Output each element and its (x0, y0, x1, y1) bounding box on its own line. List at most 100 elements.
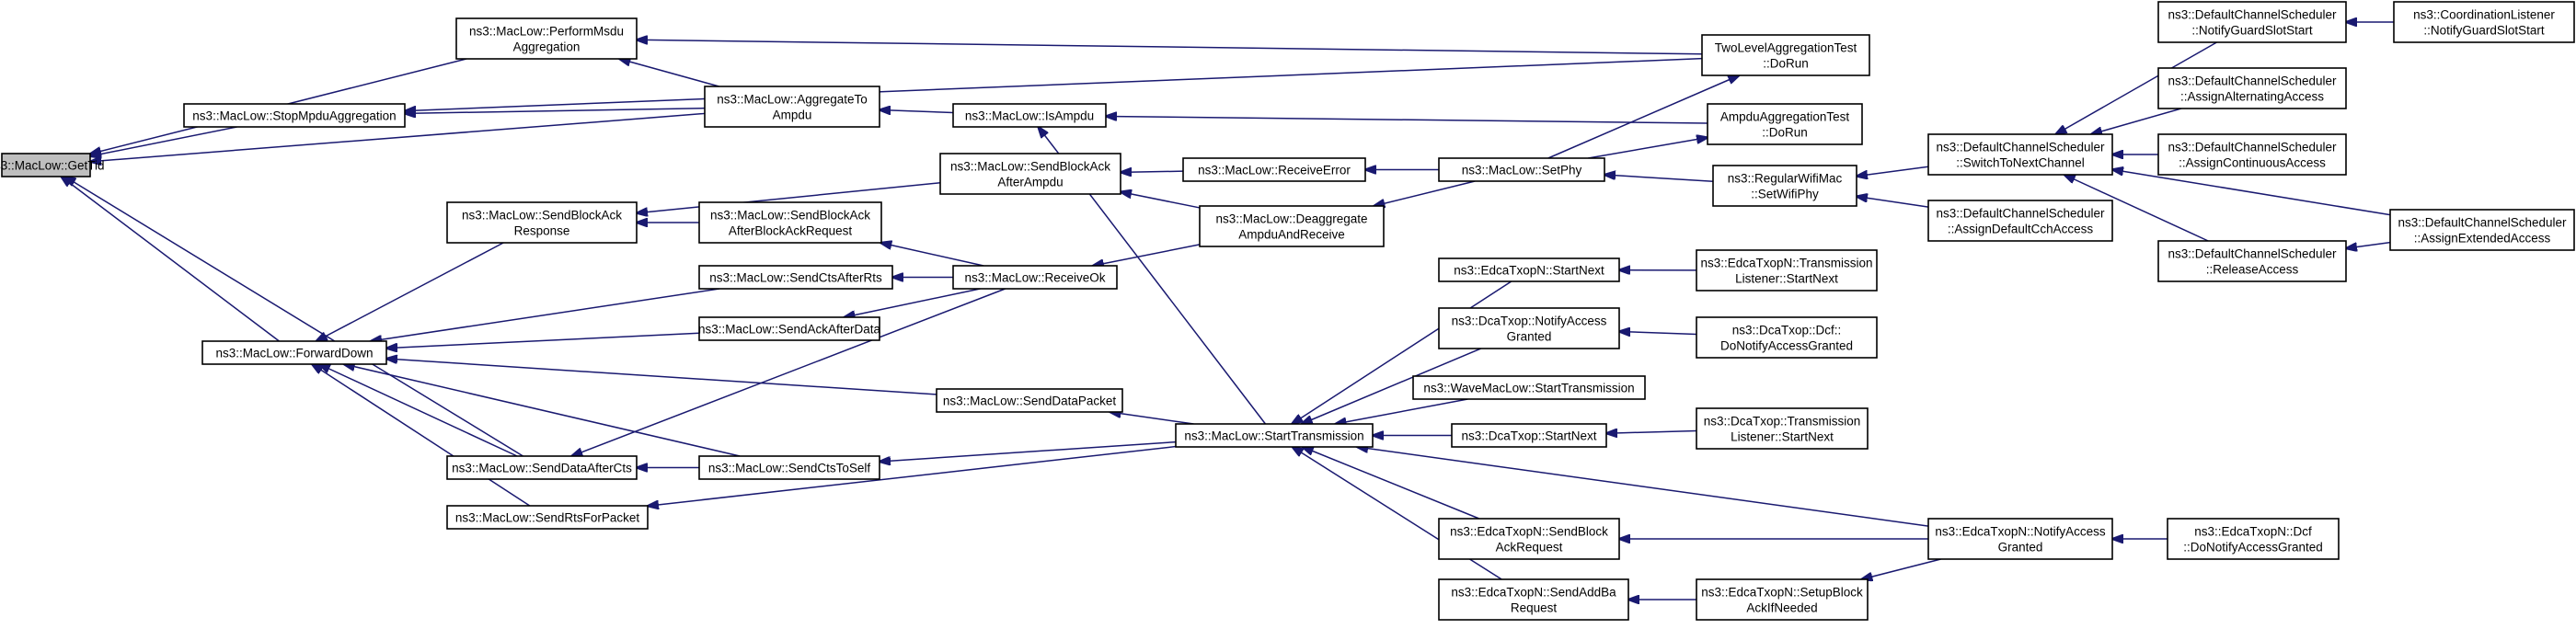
node-receiveerror[interactable]: ns3::MacLow::ReceiveError (1182, 157, 1366, 182)
node-box (1696, 249, 1878, 292)
edge-line (312, 364, 531, 507)
node-box (1927, 200, 2113, 242)
node-ampduaggtest[interactable]: AmpduAggregationTest::DoRun (1707, 103, 1863, 145)
edge-line (2346, 241, 2391, 249)
node-assigndefcch[interactable]: ns3::DefaultChannelScheduler::AssignDefa… (1927, 200, 2113, 242)
node-label-line: ns3::MacLow::SendCtsAfterRts (709, 271, 882, 285)
node-isampdu[interactable]: ns3::MacLow::IsAmpdu (952, 103, 1107, 128)
node-dcadcfnotify[interactable]: ns3::DcaTxop::Dcf::DoNotifyAccessGranted (1696, 316, 1878, 359)
node-assigncont[interactable]: ns3::DefaultChannelScheduler::AssignCont… (2157, 133, 2347, 176)
node-dcastartnext[interactable]: ns3::DcaTxop::StartNext (1451, 423, 1607, 448)
node-box (698, 201, 882, 244)
node-starttx[interactable]: ns3::MacLow::StartTransmission (1175, 423, 1374, 448)
node-edcastartnext[interactable]: ns3::EdcaTxopN::StartNext (1438, 257, 1620, 282)
node-label-line: ns3::MacLow::ReceiveError (1198, 164, 1351, 177)
node-label-line: ns3::MacLow::SendBlockAck (462, 209, 622, 223)
node-label-line: ns3::MacLow::PerformMsdu (469, 25, 624, 39)
node-gettid[interactable]: ns3::MacLow::GetTid (0, 153, 105, 177)
edge-line (2112, 169, 2391, 216)
node-assignext[interactable]: ns3::DefaultChannelScheduler::AssignExte… (2389, 209, 2575, 251)
edge-line (637, 182, 941, 213)
node-label-line: ns3::MacLow::StopMpduAggregation (192, 109, 396, 123)
node-senddatapacket[interactable]: ns3::MacLow::SendDataPacket (936, 388, 1123, 413)
node-box (1696, 316, 1878, 359)
node-box (1199, 205, 1385, 247)
edge-aggtoampdu-to-stopmpdu (405, 107, 706, 114)
node-senddataaftercts[interactable]: ns3::MacLow::SendDataAfterCts (446, 455, 638, 480)
node-sendackafterdata[interactable]: ns3::MacLow::SendAckAfterData (698, 316, 881, 341)
node-box (1, 153, 91, 177)
node-regularwifimac[interactable]: ns3::RegularWifiMac::SetWifiPhy (1712, 165, 1857, 207)
node-coordlistener[interactable]: ns3::CoordinationListener::NotifyGuardSl… (2393, 1, 2575, 43)
node-switchtonext[interactable]: ns3::DefaultChannelScheduler::SwitchToNe… (1927, 133, 2113, 176)
node-label-line: AckRequest (1496, 541, 1563, 555)
node-sendrtsforpacket[interactable]: ns3::MacLow::SendRtsForPacket (446, 505, 649, 530)
node-label-line: ::DoRun (1763, 57, 1809, 71)
edge-line (1292, 280, 1512, 424)
node-label-line: ::AssignContinuousAccess (2179, 156, 2326, 170)
node-label-line: ns3::MacLow::Deaggregate (1215, 212, 1367, 226)
node-sendctstoself[interactable]: ns3::MacLow::SendCtsToSelf (698, 455, 880, 480)
edge-dcatxlistener-to-dcastartnext (1606, 431, 1697, 434)
edge-aggtoampdu-to-gettid (90, 112, 706, 161)
node-edcadcf[interactable]: ns3::EdcaTxopN::Dcf::DoNotifyAccessGrant… (2167, 518, 2340, 560)
node-wavemac[interactable]: ns3::WaveMacLow::StartTransmission (1412, 375, 1646, 400)
edges-layer (62, 22, 2394, 600)
node-box (1412, 375, 1646, 400)
node-dcatxlistener[interactable]: ns3::DcaTxop::TransmissionListener::Star… (1696, 407, 1869, 450)
node-box (1701, 34, 1870, 76)
node-label-line: ::AssignDefaultCchAccess (1948, 223, 2094, 236)
edge-line (1606, 431, 1697, 434)
node-label-line: ns3::CoordinationListener (2413, 8, 2555, 22)
edge-line (386, 359, 937, 395)
node-label-line: TwoLevelAggregationTest (1715, 41, 1857, 55)
node-releaseaccess[interactable]: ns3::DefaultChannelScheduler::ReleaseAcc… (2157, 240, 2347, 282)
edge-line (1357, 447, 1929, 527)
edge-sendblockackresp-to-forwarddown (316, 242, 504, 341)
node-sendctsafterrts[interactable]: ns3::MacLow::SendCtsAfterRts (698, 265, 893, 290)
node-twolevel[interactable]: TwoLevelAggregationTest::DoRun (1701, 34, 1870, 76)
node-label-line: ns3::DefaultChannelScheduler (2168, 247, 2337, 261)
node-receiveok[interactable]: ns3::MacLow::ReceiveOk (952, 265, 1118, 290)
edge-assigndefcch-to-regularwifimac (1857, 197, 1929, 208)
node-box (446, 201, 638, 244)
edge-edcanotify-to-edcasetupblock (1861, 558, 1941, 579)
edge-line (1547, 75, 1739, 159)
node-label-line: Response (514, 224, 570, 238)
edge-edcasendblockack-to-starttx (1303, 447, 1480, 520)
node-dcanotify[interactable]: ns3::DcaTxop::NotifyAccessGranted (1438, 307, 1620, 349)
node-box (2157, 67, 2347, 109)
node-label-line: ns3::MacLow::SendRtsForPacket (455, 511, 640, 525)
node-edcanotify[interactable]: ns3::EdcaTxopN::NotifyAccessGranted (1927, 518, 2113, 560)
node-stopmpdu[interactable]: ns3::MacLow::StopMpduAggregation (183, 103, 406, 128)
edge-line (316, 242, 504, 341)
node-setphy[interactable]: ns3::MacLow::SetPhy (1438, 157, 1605, 182)
node-box (183, 103, 406, 128)
node-box (1927, 518, 2113, 560)
edge-starttx-to-sendctstoself (880, 440, 1177, 462)
node-label-line: ns3::EdcaTxopN::SendAddBa (1451, 586, 1616, 600)
node-label-line: ns3::EdcaTxopN::SetupBlock (1701, 586, 1863, 600)
node-assignalt[interactable]: ns3::DefaultChannelScheduler::AssignAlte… (2157, 67, 2347, 109)
node-label-line: Ampdu (773, 109, 812, 122)
node-box (952, 103, 1107, 128)
node-label-line: ns3::EdcaTxopN::SendBlock (1450, 525, 1608, 539)
node-edcatxlistener[interactable]: ns3::EdcaTxopN::TransmissionListener::St… (1696, 249, 1878, 292)
edge-assignalt-to-switchtonext (2091, 108, 2182, 134)
edge-line (571, 288, 1006, 456)
node-notifyguard[interactable]: ns3::DefaultChannelScheduler::NotifyGuar… (2157, 1, 2347, 43)
node-label-line: ::DoNotifyAccessGranted (2183, 541, 2323, 555)
node-forwarddown[interactable]: ns3::MacLow::ForwardDown (201, 340, 387, 365)
node-label-line: ::NotifyGuardSlotStart (2191, 24, 2313, 38)
node-sendblockackreq[interactable]: ns3::MacLow::SendBlockAckAfterBlockAckRe… (698, 201, 882, 244)
node-box (446, 505, 649, 530)
node-box (201, 340, 387, 365)
